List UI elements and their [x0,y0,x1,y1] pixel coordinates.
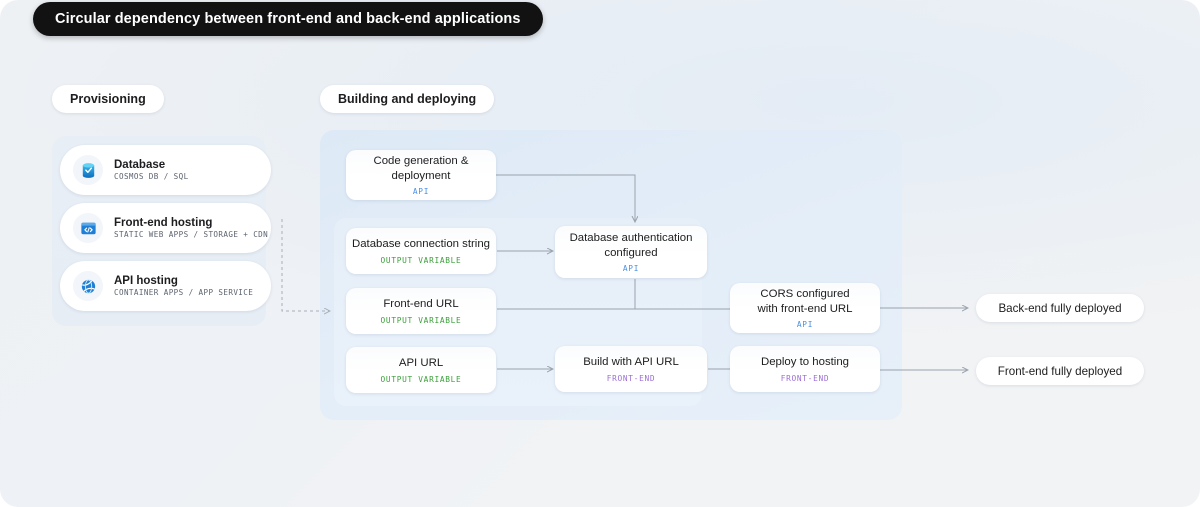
outcome-front-end-deployed[interactable]: Front-end fully deployed [976,357,1144,385]
flow-card-title-line2: deployment [391,170,451,182]
flow-card-title: Build with API URL [583,356,679,369]
provisioning-card-title: Front-end hosting [114,216,213,229]
flow-card-title: API URL [398,357,444,370]
flow-card-front-end-url[interactable]: Front-end URL OUTPUT VARIABLE [346,288,496,334]
flow-card-tag: FRONT-END [780,373,830,383]
flow-card-tag: FRONT-END [606,373,656,383]
flow-card-tag: API [622,264,640,274]
provisioning-card-title: API hosting [114,274,178,287]
flow-card-tag: API [412,187,430,197]
flow-card-title-line2: configured [604,247,658,259]
database-icon [73,155,103,185]
section-label-provisioning: Provisioning [52,85,164,113]
provisioning-card-api-hosting[interactable]: API hosting CONTAINER APPS / APP SERVICE [60,261,271,311]
flow-card-title: CORS configured [760,287,850,300]
provisioning-card-title: Database [114,158,166,171]
provisioning-card-subtitle: CONTAINER APPS / APP SERVICE [114,287,254,297]
provisioning-card-subtitle: STATIC WEB APPS / STORAGE + CDN [114,229,269,239]
flow-card-title: Deploy to hosting [760,356,850,369]
flow-card-tag: OUTPUT VARIABLE [380,315,462,325]
section-label-building-deploying: Building and deploying [320,85,495,113]
outcome-back-end-deployed[interactable]: Back-end fully deployed [976,294,1144,322]
provisioning-card-subtitle: COSMOS DB / SQL [114,171,189,181]
flow-card-tag: OUTPUT VARIABLE [380,255,462,265]
globe-icon [73,271,103,301]
flow-card-cors-configured[interactable]: CORS configured with front-end URL API [730,283,880,333]
flow-card-title: Front-end URL [383,298,459,311]
flow-card-tag: OUTPUT VARIABLE [380,374,462,384]
flow-card-database-authentication[interactable]: Database authentication configured API [555,226,707,278]
flow-card-database-connection-string[interactable]: Database connection string OUTPUT VARIAB… [346,228,496,274]
flow-card-api-url[interactable]: API URL OUTPUT VARIABLE [346,347,496,393]
page-title: Circular dependency between front-end an… [33,2,543,36]
flow-card-title-line2: with front-end URL [757,303,853,315]
flow-card-title: Database connection string [351,238,491,251]
flow-card-code-generation[interactable]: Code generation & deployment API [346,150,496,200]
provisioning-card-database[interactable]: Database COSMOS DB / SQL [60,145,271,195]
flow-card-build-with-api-url[interactable]: Build with API URL FRONT-END [555,346,707,392]
flow-card-tag: API [796,320,814,330]
code-window-icon [73,213,103,243]
flow-card-title: Database authentication [569,231,693,244]
provisioning-card-front-end-hosting[interactable]: Front-end hosting STATIC WEB APPS / STOR… [60,203,271,253]
flow-card-deploy-to-hosting[interactable]: Deploy to hosting FRONT-END [730,346,880,392]
flow-card-title: Code generation & [373,154,469,167]
